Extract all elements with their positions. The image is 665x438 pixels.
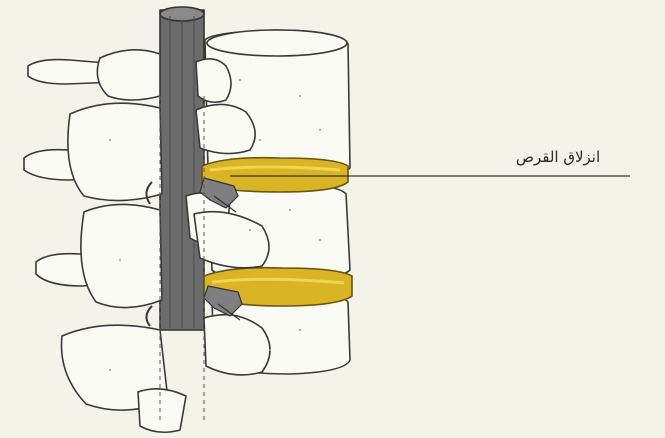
disc-herniation-label: انزلاق القرص [478, 148, 638, 166]
vertebral-body-upper [205, 30, 350, 178]
lamina-bottom [62, 315, 271, 433]
spinal-cord [160, 7, 204, 330]
